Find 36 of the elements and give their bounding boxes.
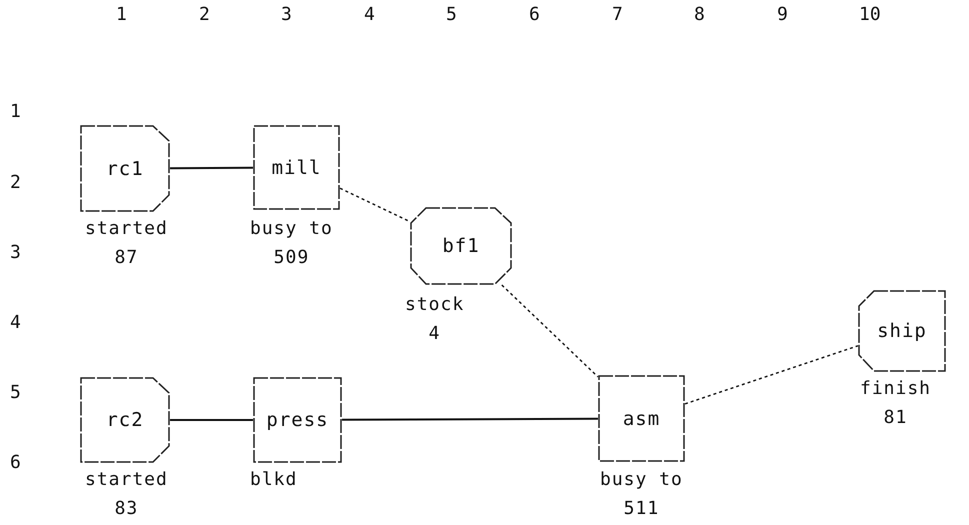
column-number: 3 — [281, 4, 292, 25]
station-name: ship — [877, 320, 927, 342]
row-number: 6 — [10, 452, 21, 473]
station-name: mill — [272, 156, 322, 178]
station-name: asm — [622, 408, 660, 430]
row-number: 4 — [10, 312, 21, 333]
connector-line — [501, 284, 598, 378]
station-status: busy to 511 — [600, 468, 683, 521]
column-number: 8 — [694, 4, 705, 25]
column-number: 7 — [612, 4, 623, 25]
column-number: 1 — [116, 4, 127, 25]
column-number: 4 — [364, 4, 375, 25]
connector-line — [342, 418, 598, 421]
station-status: blkd — [250, 468, 298, 492]
station-status: started 87 — [85, 217, 168, 270]
row-number: 2 — [10, 172, 21, 193]
station-status: stock 4 — [405, 293, 464, 346]
connector-line — [170, 419, 253, 421]
station-status: busy to 509 — [250, 217, 333, 270]
column-number: 5 — [446, 4, 457, 25]
station-name: rc1 — [106, 158, 144, 180]
station-status: finish 81 — [860, 377, 932, 430]
column-number: 9 — [777, 4, 788, 25]
connector-line — [170, 166, 253, 170]
station-name: press — [266, 409, 329, 431]
connector-line — [684, 345, 858, 405]
station-name: bf1 — [442, 235, 480, 257]
row-number: 5 — [10, 382, 21, 403]
row-number: 3 — [10, 242, 21, 263]
row-number: 1 — [10, 101, 21, 122]
column-number: 2 — [199, 4, 210, 25]
connector-line — [340, 188, 410, 222]
column-number: 6 — [529, 4, 540, 25]
station-name: rc2 — [106, 409, 144, 431]
column-number: 10 — [859, 4, 881, 25]
station-status: started 83 — [85, 468, 168, 521]
